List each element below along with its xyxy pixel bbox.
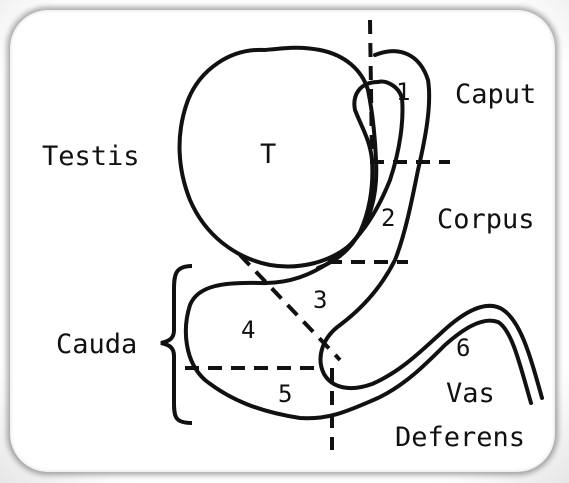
- region-1: 1: [396, 78, 410, 106]
- region-4: 4: [241, 316, 255, 344]
- label-corpus: Corpus: [437, 204, 535, 235]
- label-cauda: Cauda: [56, 329, 137, 360]
- label-vas: Vas: [446, 378, 495, 409]
- region-6: 6: [456, 334, 470, 362]
- label-t: T: [260, 139, 276, 170]
- divider-caput-vertical: [370, 20, 372, 160]
- region-2: 2: [381, 204, 395, 232]
- label-deferens: Deferens: [395, 422, 525, 453]
- label-caput: Caput: [455, 79, 536, 110]
- testis-outline: [180, 48, 377, 267]
- epididymis-inner: [318, 82, 378, 268]
- region-3: 3: [313, 286, 327, 314]
- label-testis: Testis: [42, 141, 140, 172]
- region-5: 5: [278, 380, 292, 408]
